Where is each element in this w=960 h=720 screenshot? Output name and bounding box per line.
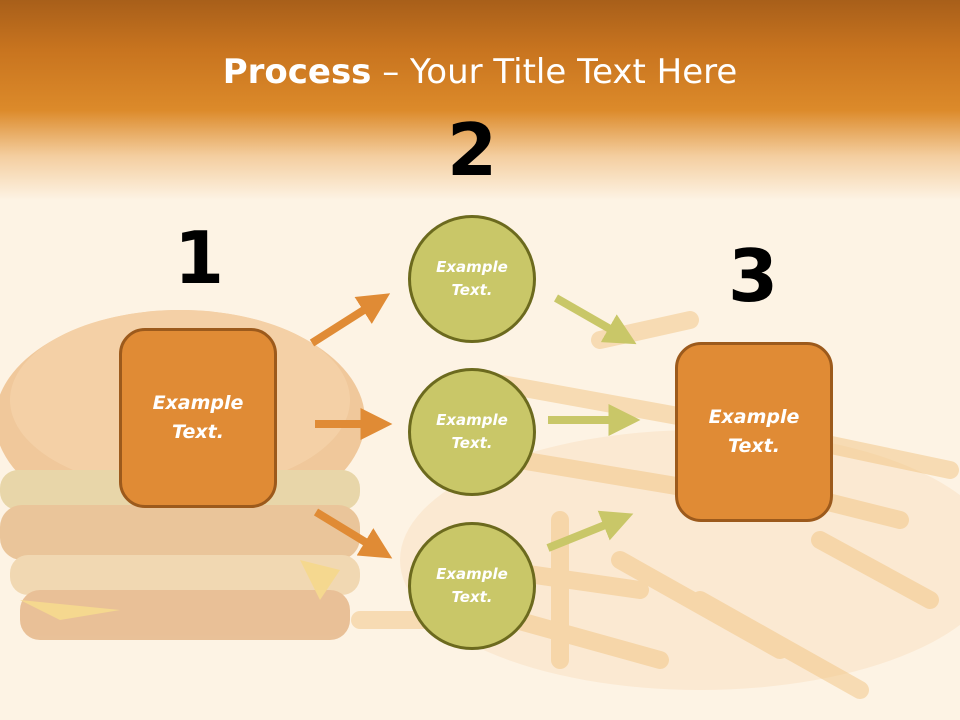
step-number-2: 2: [446, 108, 498, 192]
arrow-1-to-top: [309, 293, 391, 347]
step-1-box: Example Text.: [119, 328, 277, 508]
step-2-circle-top: Example Text.: [408, 215, 536, 343]
circle-middle-line-2: Text.: [451, 434, 493, 452]
step-number-1: 1: [173, 216, 225, 300]
step-2-circle-middle: Example Text.: [408, 368, 536, 496]
arrow-top-to-3: [554, 294, 637, 345]
step-3-box: Example Text.: [675, 342, 833, 522]
circle-top-line-2: Text.: [451, 281, 493, 299]
step-2-circle-bottom: Example Text.: [408, 522, 536, 650]
circle-bottom-line-1: Example: [436, 564, 508, 583]
step-3-box-line-1: Example: [708, 405, 800, 428]
step-1-box-line-2: Text.: [172, 421, 224, 443]
step-1-box-line-1: Example: [152, 391, 244, 414]
slide-title: Process – Your Title Text Here: [0, 52, 960, 92]
arrow-1-to-bottom: [313, 508, 393, 559]
circle-bottom-line-2: Text.: [451, 588, 493, 606]
step-number-3: 3: [727, 234, 779, 318]
circle-top-line-1: Example: [436, 257, 508, 276]
step-3-box-line-2: Text.: [728, 435, 780, 457]
circle-middle-line-1: Example: [436, 410, 508, 429]
title-bold: Process: [222, 52, 372, 92]
arrow-bottom-to-3: [546, 510, 634, 552]
title-rest: – Your Title Text Here: [371, 52, 738, 92]
header-band: [0, 0, 960, 200]
